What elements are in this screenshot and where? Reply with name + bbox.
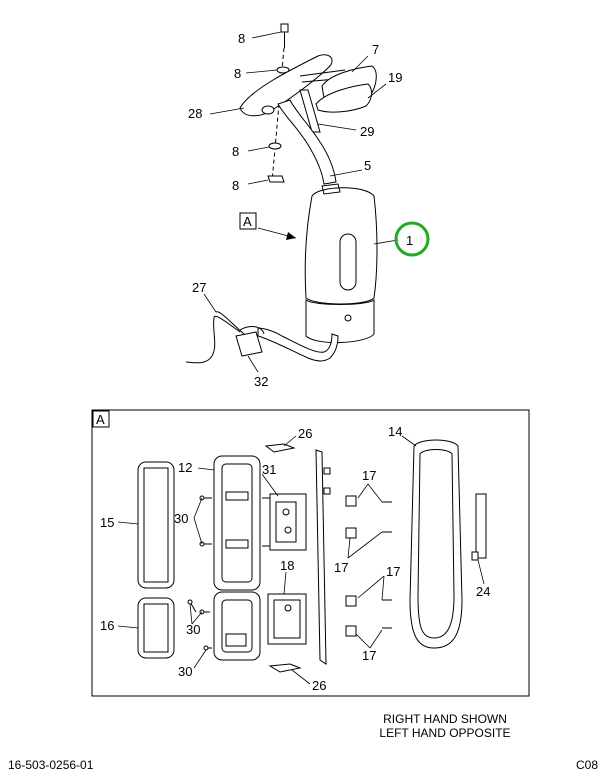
label-14: 14 [388,424,402,439]
label-17-d: 17 [362,648,376,663]
label-17-b: 17 [334,560,348,575]
lens-lower [137,597,175,659]
support-tube [277,99,337,185]
caption-line-2: LEFT HAND OPPOSITE [379,726,511,740]
label-31: 31 [262,462,276,477]
lower-arm [257,327,339,362]
wire-harness [185,315,241,364]
label-30-mid: 30 [186,622,200,637]
label-30-upper: 30 [174,511,188,526]
mirror-assembly [185,23,378,364]
label-26-bottom: 26 [312,678,326,693]
label-detail-a: A [96,412,105,427]
rear-housing [409,439,463,649]
label-8-nut: 8 [232,178,239,193]
lower-bracket [235,331,263,357]
label-32: 32 [254,374,268,389]
label-18: 18 [280,558,294,573]
sheet-code: C08 [576,758,599,772]
label-17-a: 17 [362,468,376,483]
label-5: 5 [364,158,371,173]
detail-a-frame [91,409,530,697]
label-8-washer: 8 [234,66,241,81]
washer [268,142,282,150]
housing-strip [315,449,327,665]
label-30-lower: 30 [178,664,192,679]
detail-leader-lines [117,435,485,685]
seal-strip [475,493,487,559]
label-27: 27 [192,280,206,295]
detail-a-parts [137,439,487,673]
mirror-glass [315,83,373,113]
caption-line-1: RIGHT HAND SHOWN [383,712,507,726]
nut [267,175,285,183]
label-8-top: 8 [238,31,245,46]
frame-lower [213,591,261,661]
doc-number: 16-503-0256-01 [8,758,94,772]
label-29: 29 [360,124,374,139]
highlight-circle [394,221,430,257]
clip-lower [268,663,302,673]
frame-upper [213,455,261,591]
label-7: 7 [372,42,379,57]
label-8-mid: 8 [232,144,239,159]
label-28: 28 [188,106,202,121]
label-16: 16 [100,618,114,633]
upper-bracket [239,54,333,117]
bolt [280,23,289,48]
label-24: 24 [476,584,490,599]
retainer-clips [345,495,392,637]
label-view-a: A [243,214,252,229]
label-26-top: 26 [298,426,312,441]
label-15: 15 [100,515,114,530]
hand-note: RIGHT HAND SHOWN LEFT HAND OPPOSITE [360,712,530,740]
label-1: 1 [406,233,413,248]
housing-base [305,299,375,344]
housing-window [339,233,357,291]
screws [187,495,270,651]
label-19: 19 [388,70,402,85]
view-a-box [239,212,257,230]
label-12: 12 [178,460,192,475]
lens-upper [137,461,175,589]
label-17-c: 17 [386,564,400,579]
clip-upper [264,443,296,453]
leader-lines [203,31,399,373]
